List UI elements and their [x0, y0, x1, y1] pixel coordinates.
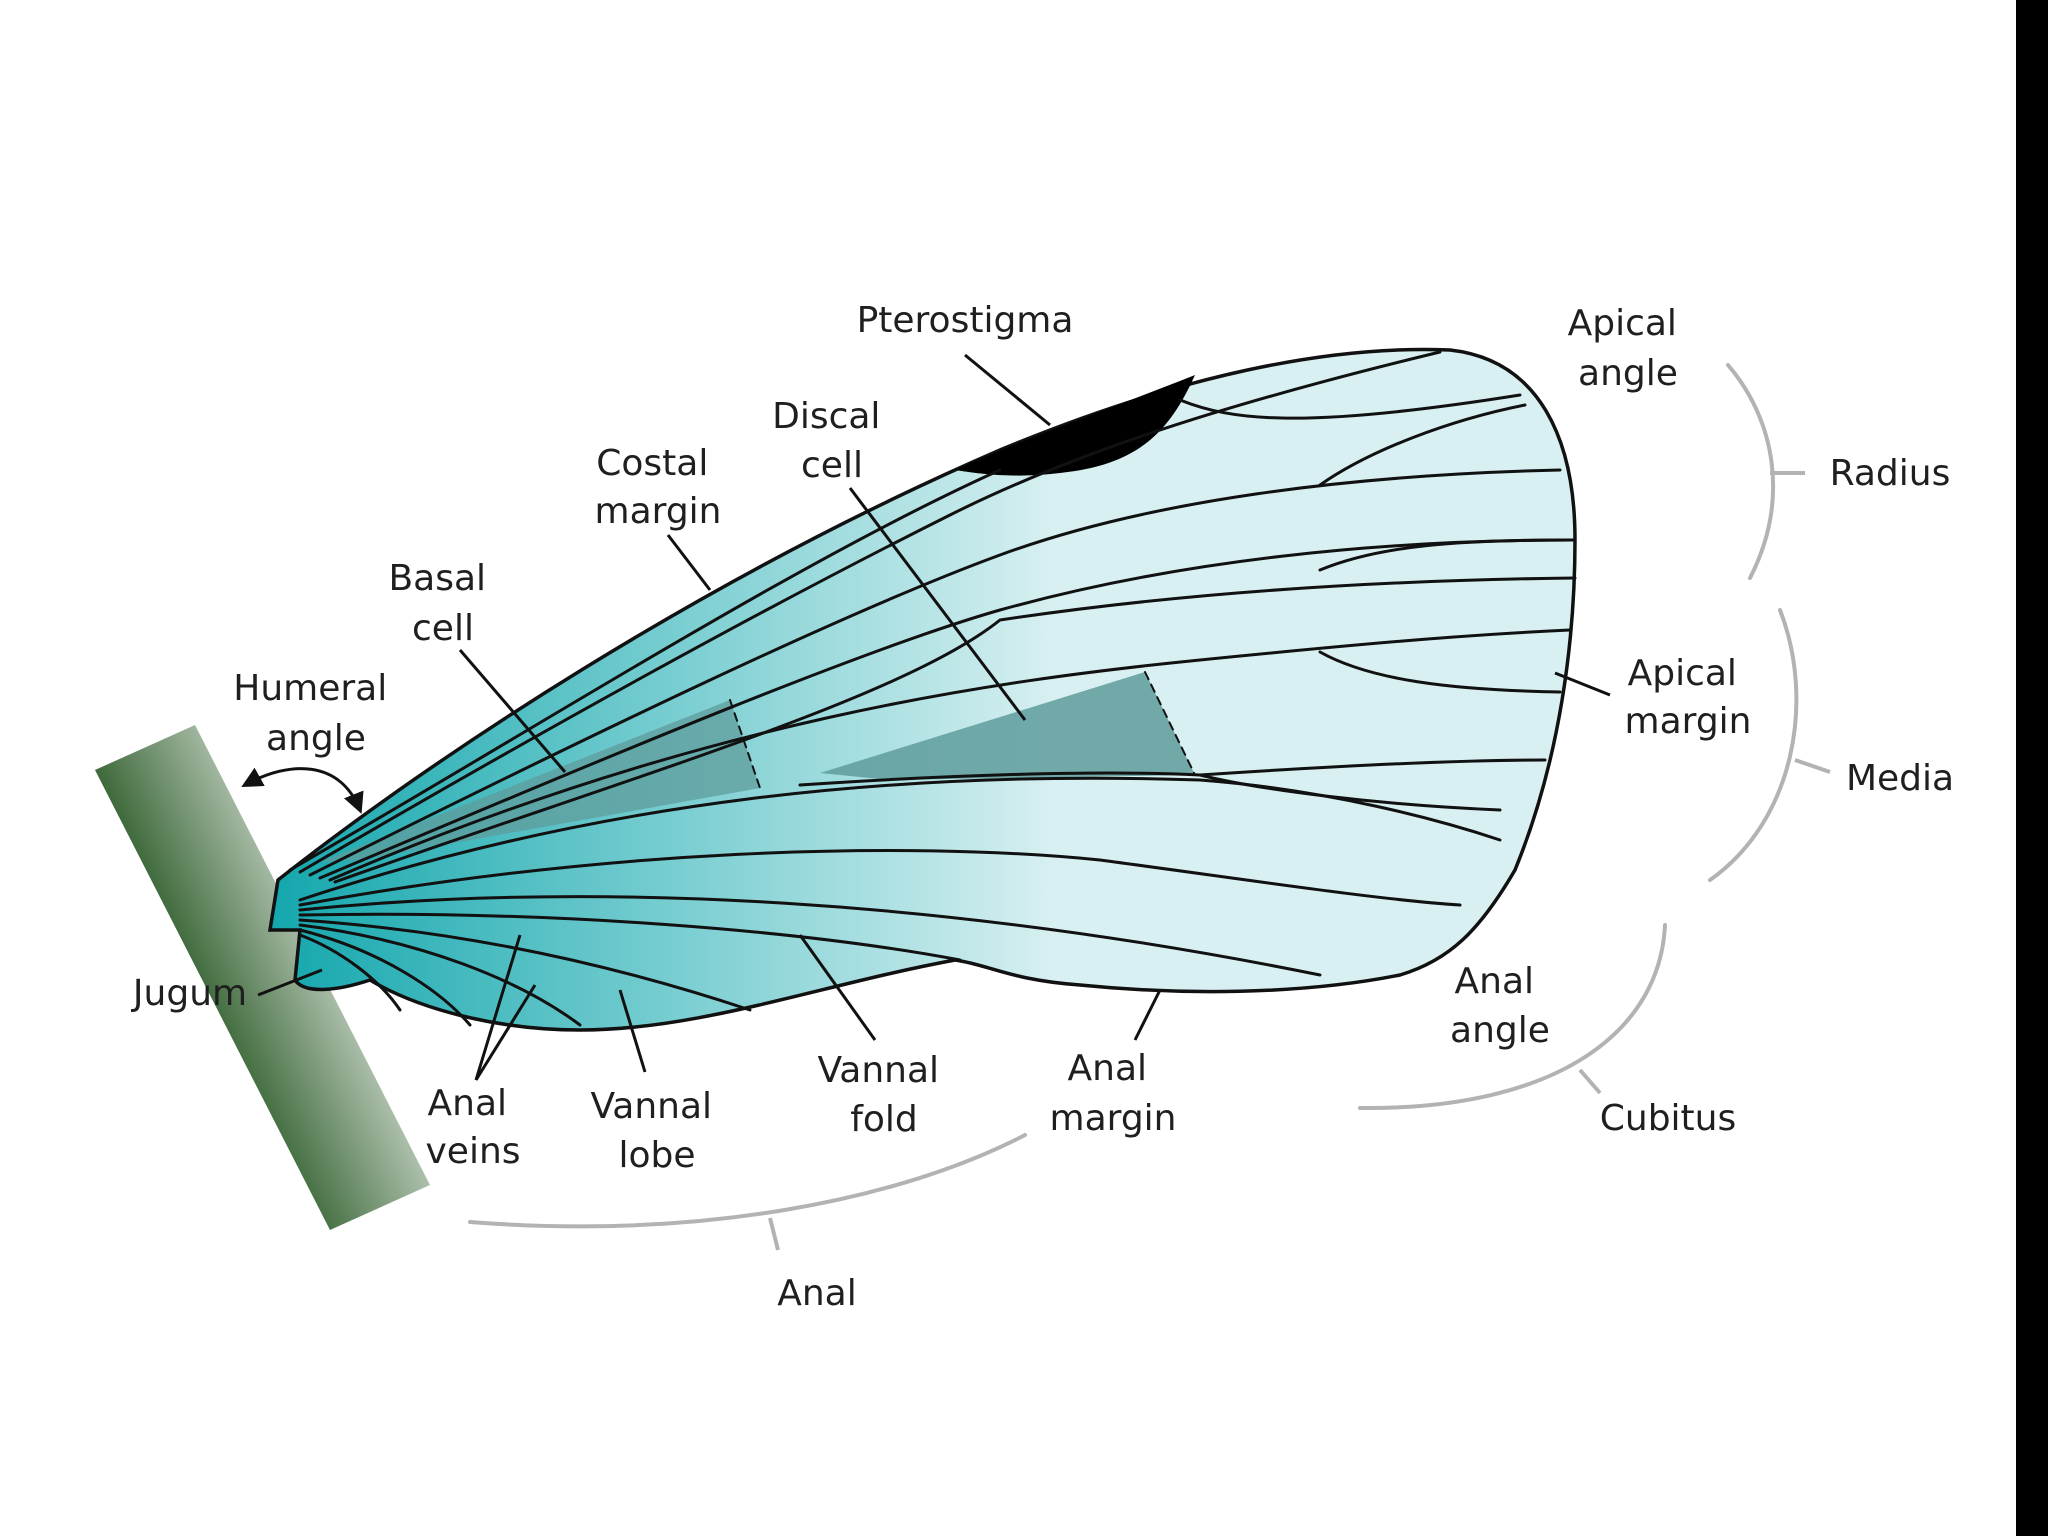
vein-anal-1: [298, 912, 962, 962]
vein-radius-4: [308, 468, 1562, 877]
brace-media: [1708, 608, 1799, 882]
wing-membrane: [267, 347, 1577, 1032]
leader-costal-margin: [666, 534, 712, 591]
vein-media-2: [1318, 650, 1562, 694]
label-media: Media: [1846, 758, 1954, 799]
discal-cell-shade: [820, 672, 1195, 780]
vein-radius-1: [288, 468, 1002, 872]
vein-cubitus-1: [298, 776, 1502, 902]
label-basal-cell: Basal cell: [388, 558, 497, 649]
label-discal-cell: Discal cell: [772, 396, 892, 486]
leader-anal-veins-1: [474, 934, 522, 1081]
vein-radius-6: [318, 538, 1575, 880]
brace-anal-tick: [768, 1217, 780, 1251]
leader-discal-cell: [848, 487, 1027, 721]
cross-vein-dashed-2: [1144, 671, 1196, 776]
leader-anal-veins-2: [474, 984, 537, 1081]
leader-pterostigma: [964, 353, 1051, 427]
vein-anal-2: [298, 918, 752, 1012]
vein-anal-3: [298, 923, 582, 1027]
leader-vannal-fold: [798, 934, 877, 1041]
brace-anal: [468, 1133, 1027, 1229]
label-apical-margin: Apical margin: [1625, 653, 1752, 742]
label-pterostigma: Pterostigma: [857, 300, 1074, 341]
label-vannal-lobe: Vannal lobe: [590, 1086, 723, 1176]
label-anal: Anal: [777, 1273, 857, 1314]
leader-vannal-lobe: [618, 989, 647, 1073]
leader-humeral-angle: [241, 767, 364, 814]
label-vannal-fold: Vannal fold: [817, 1050, 950, 1140]
leader-basal-cell: [458, 649, 567, 773]
vein-radius-7: [1318, 538, 1575, 572]
brace-radius: [1726, 363, 1776, 580]
thorax-body: [95, 725, 430, 1230]
brace-cubitus-tick: [1578, 1068, 1602, 1095]
cross-vein-dashed-1: [729, 699, 761, 789]
leader-anal-margin: [1133, 989, 1162, 1041]
label-humeral-angle: Humeral angle: [233, 668, 398, 759]
label-anal-veins: Anal veins: [425, 1083, 520, 1172]
label-costal-margin: Costal margin: [595, 443, 722, 532]
vein-radius-5: [1318, 403, 1527, 487]
label-anal-margin: Anal margin: [1050, 1048, 1177, 1139]
vein-cubitus-3: [298, 895, 1322, 977]
vein-media-1: [328, 628, 1572, 882]
brace-media-tick: [1794, 758, 1831, 774]
pterostigma-mark: [955, 375, 1195, 476]
vein-radius-3: [1178, 393, 1522, 420]
label-radius: Radius: [1830, 453, 1951, 494]
leader-jugum: [257, 968, 323, 997]
vein-radius-8: [333, 576, 1577, 884]
label-apical-angle: Apical angle: [1568, 303, 1689, 394]
screen-edge-strip: [2016, 0, 2048, 1536]
label-jugum: Jugum: [131, 973, 247, 1014]
leader-apical-margin: [1554, 671, 1611, 697]
vein-anal-4: [298, 928, 472, 1027]
label-cubitus: Cubitus: [1600, 1098, 1737, 1139]
vein-cubitus-2: [298, 848, 1462, 907]
label-anal-angle: Anal angle: [1450, 961, 1550, 1051]
brace-cubitus: [1358, 923, 1667, 1111]
vein-anal-5: [298, 933, 402, 1012]
